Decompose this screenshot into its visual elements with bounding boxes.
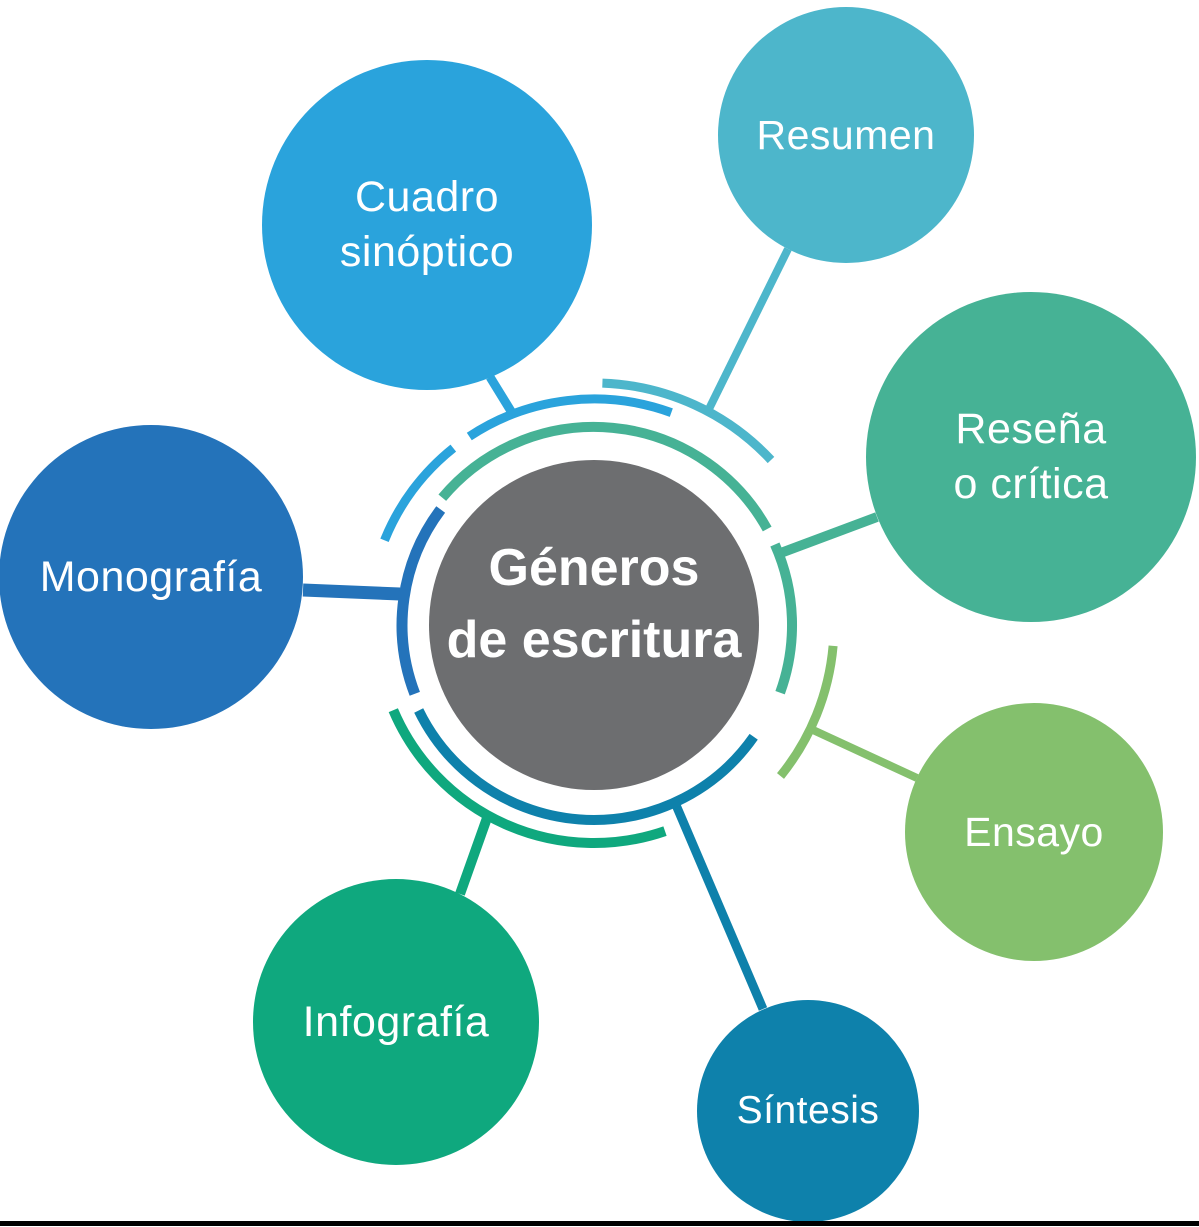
node-circle-infografia: [253, 879, 539, 1165]
arc-monografia-0: [396, 506, 446, 696]
arc-cuadro-sinoptico-0: [380, 444, 457, 542]
arc-ensayo-0: [777, 645, 838, 779]
arc-resumen-0: [602, 378, 775, 464]
spoke-resena-o-critica: [776, 512, 879, 559]
footer-rule: [0, 1221, 1199, 1226]
arc-infografia-0: [388, 708, 667, 848]
node-circle-cuadro-sinoptico: [262, 60, 592, 390]
spoke-sintesis: [671, 803, 768, 1011]
node-circle-monografia: [0, 425, 303, 729]
arc-sintesis-0: [414, 708, 758, 825]
arc-resena-o-critica-1: [770, 542, 798, 695]
arc-cuadro-sinoptico-1: [466, 394, 673, 441]
spoke-ensayo: [811, 726, 919, 782]
spoke-infografia: [455, 816, 492, 896]
spoke-resumen: [703, 247, 792, 415]
node-circle-resumen: [718, 7, 974, 263]
node-circle-resena-o-critica: [866, 292, 1196, 622]
hub-circle: [429, 460, 759, 790]
node-circle-sintesis: [697, 1000, 919, 1222]
arc-resena-o-critica-0: [438, 421, 772, 532]
node-circle-ensayo: [905, 703, 1163, 961]
spoke-cuadro-sinoptico: [486, 374, 518, 419]
spoke-monografia: [302, 583, 401, 601]
